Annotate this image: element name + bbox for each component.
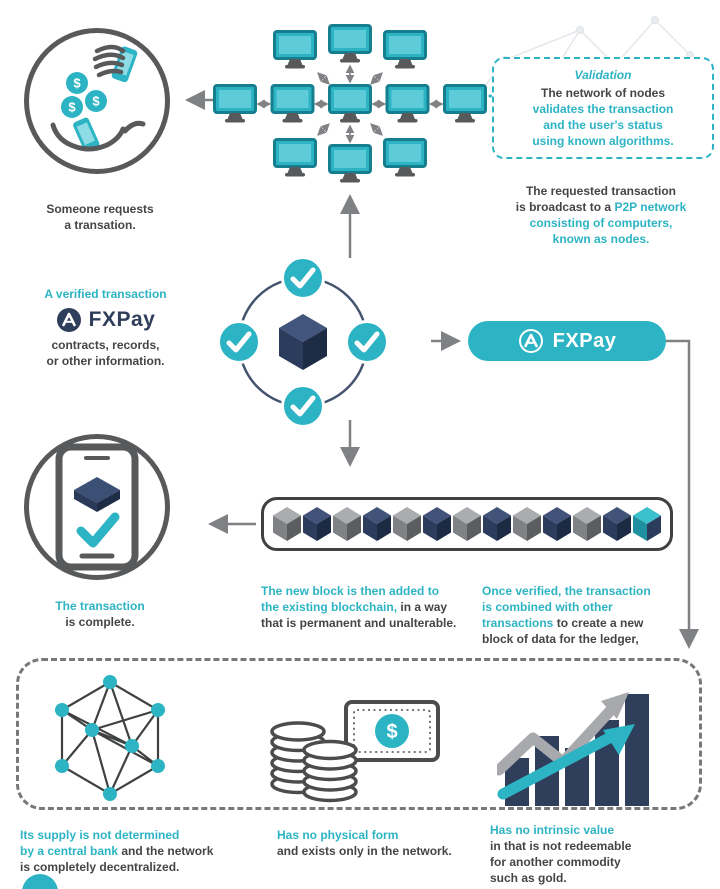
coins-bill-icon: $ xyxy=(270,700,440,803)
hand-money-icon: $ $ $ xyxy=(50,44,146,152)
text-line: The network of nodes xyxy=(540,86,665,100)
complete-step-circle xyxy=(24,434,170,580)
text-line: validates the transaction xyxy=(532,102,674,116)
svg-text:$: $ xyxy=(92,94,100,109)
text-line: by a central bank and the network xyxy=(20,844,214,858)
brand-name: FXPay xyxy=(552,329,617,352)
text-line: such as gold. xyxy=(490,871,567,885)
check-icon xyxy=(283,258,324,299)
chart-growth-icon xyxy=(497,692,649,806)
physical-caption: Has no physical form and exists only in … xyxy=(277,827,482,859)
verified-caption: A verified transaction FXPay contracts, … xyxy=(18,286,193,369)
clipped-bullet-icon xyxy=(22,874,58,889)
monitor-icons xyxy=(213,24,487,184)
text-line: The new block is then added to xyxy=(261,584,440,598)
check-icon xyxy=(219,322,260,363)
intrinsic-caption: Has no intrinsic value in that is not re… xyxy=(490,822,705,886)
text-line: transactions to create a new xyxy=(482,616,644,630)
phone-check-icon xyxy=(55,443,139,571)
text-line: the existing blockchain, in a way xyxy=(261,600,448,614)
validation-callout: Validation The network of nodes validate… xyxy=(492,57,714,159)
text-line: using known algorithms. xyxy=(532,134,674,148)
request-caption: Someone requests a transation. xyxy=(15,201,185,233)
fxpay-logo-mark xyxy=(518,329,543,353)
text-line: is combined with other xyxy=(482,600,613,614)
text-line: contracts, records, xyxy=(51,338,160,352)
text-line: known as nodes. xyxy=(552,232,650,246)
text-line: The requested transaction xyxy=(525,184,677,198)
text-line: or other information. xyxy=(46,354,165,368)
check-icon xyxy=(347,322,388,363)
text-line: is broadcast to a P2P network xyxy=(515,200,687,214)
text-line: and exists only in the network. xyxy=(277,844,452,858)
text-line: a transation. xyxy=(64,218,136,232)
fxpay-logo-mark xyxy=(56,308,81,332)
blockchain-box xyxy=(261,497,673,551)
text-line: and the user's status xyxy=(543,118,663,132)
fxpay-pill: FXPay xyxy=(468,321,666,361)
block-verification-diagram xyxy=(213,250,393,434)
arrow-fxpay-to-chart xyxy=(666,339,699,649)
broadcast-caption: The requested transaction is broadcast t… xyxy=(487,183,715,247)
text-line: The transaction xyxy=(55,599,145,613)
fxpay-logo: FXPay xyxy=(18,307,193,333)
text-line: is completely decentralized. xyxy=(20,860,180,874)
text-line: is complete. xyxy=(65,615,135,629)
dollar-bill-icon: $ xyxy=(344,700,440,762)
text-line: consisting of computers, xyxy=(529,216,673,230)
block-cube-icon xyxy=(279,314,327,370)
text-line: Has no physical form xyxy=(277,828,399,842)
supply-caption: Its supply is not determined by a centra… xyxy=(20,827,270,875)
text-line: for another commodity xyxy=(490,855,621,869)
p2p-network-icon xyxy=(213,24,487,184)
text-line: block of data for the ledger, xyxy=(482,632,639,646)
svg-text:$: $ xyxy=(68,100,76,115)
text-line: Has no intrinsic value xyxy=(490,823,615,837)
text-line: Its supply is not determined xyxy=(20,828,180,842)
svg-text:$: $ xyxy=(386,721,397,743)
text-line: in that is not redeemable xyxy=(490,839,632,853)
request-step-circle: $ $ $ xyxy=(24,28,170,174)
text-line: A verified transaction xyxy=(44,287,167,301)
text-line: Someone requests xyxy=(46,202,154,216)
brand-name: FXPay xyxy=(88,308,156,331)
complete-caption: The transaction is complete. xyxy=(15,598,185,630)
check-icon xyxy=(283,386,324,427)
text-line: that is permanent and unalterable. xyxy=(261,616,457,630)
network-graph-icon xyxy=(55,675,165,801)
validation-title: Validation xyxy=(574,68,632,82)
combined-caption: Once verified, the transaction is combin… xyxy=(482,583,702,647)
blockchain-icon xyxy=(273,507,661,541)
block-added-caption: The new block is then added to the exist… xyxy=(261,583,473,631)
svg-text:$: $ xyxy=(73,76,81,91)
text-line: Once verified, the transaction xyxy=(482,584,651,598)
